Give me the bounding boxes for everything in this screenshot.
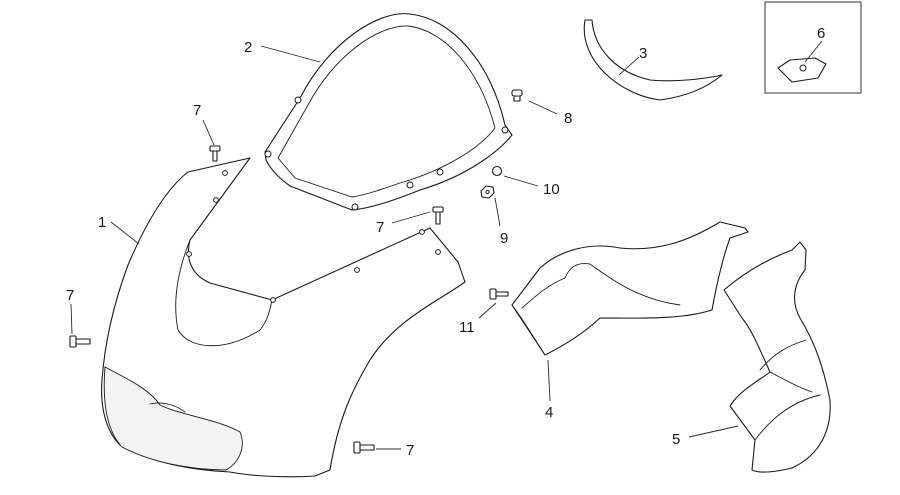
nut-9 (480, 185, 495, 199)
screw-7-left (69, 335, 91, 348)
leader-9 (494, 197, 501, 227)
callout-10: 10 (543, 181, 560, 198)
leader-6 (804, 40, 823, 63)
trim-strip (583, 19, 723, 101)
callout-9: 9 (500, 230, 508, 247)
screw-7-mid (432, 206, 444, 225)
callout-7-left: 7 (66, 287, 74, 304)
callout-8: 8 (564, 110, 572, 127)
screw-11 (489, 288, 509, 300)
windscreen (264, 13, 513, 211)
callout-3: 3 (639, 45, 647, 62)
leader-10 (503, 175, 539, 187)
callout-7-mid: 7 (376, 219, 384, 236)
leader-11 (478, 302, 497, 319)
leader-7b (391, 211, 431, 224)
callout-7-bottom: 7 (406, 442, 414, 459)
callout-11: 11 (459, 319, 475, 336)
leader-2 (260, 45, 321, 63)
callout-1: 1 (98, 214, 106, 231)
inner-panel (511, 221, 749, 356)
inset-clip (764, 1, 862, 94)
upper-fairing (101, 157, 466, 478)
leader-3 (618, 56, 640, 76)
screw-7-bottom (353, 441, 375, 454)
callout-7-top: 7 (193, 102, 201, 119)
leader-5 (688, 425, 739, 438)
leader-4 (547, 359, 551, 402)
callout-6: 6 (817, 25, 825, 42)
leader-7a (202, 119, 215, 146)
washer-10 (491, 165, 503, 177)
lower-panel (723, 241, 831, 473)
leader-8 (528, 100, 558, 115)
leader-7c (70, 303, 73, 335)
callout-2: 2 (244, 39, 252, 56)
callout-5: 5 (672, 431, 680, 448)
callout-4: 4 (545, 404, 553, 421)
leader-1 (110, 221, 140, 245)
screw-7-top (209, 145, 221, 162)
grommet-8 (511, 89, 523, 102)
